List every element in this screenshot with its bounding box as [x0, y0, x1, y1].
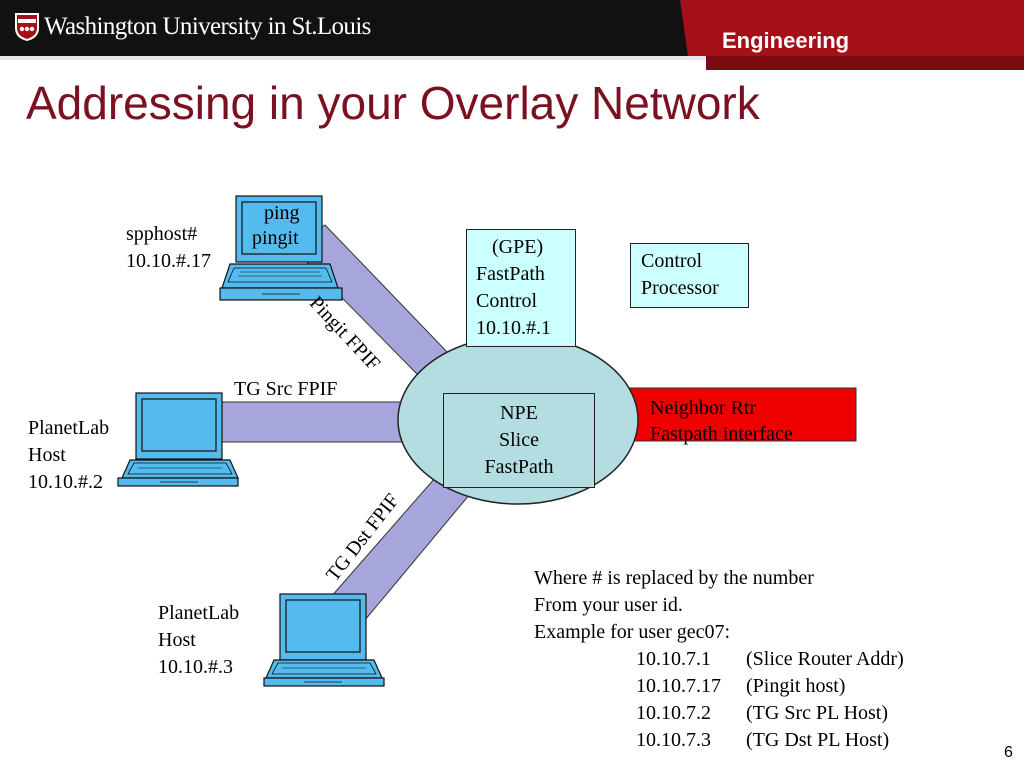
slide-title: Addressing in your Overlay Network [26, 77, 760, 129]
neighbor-rtr-box [624, 387, 857, 442]
control-processor-line2: Processor [641, 277, 719, 299]
example-address-row: 10.10.7.2 (TG Src PL Host) [636, 700, 904, 727]
tg-src-link [217, 401, 405, 443]
gpe-label: (GPE) [492, 236, 544, 258]
spphost-screen-pingit: pingit [252, 227, 299, 249]
planetlab-dst-host: Host [158, 629, 196, 651]
planetlab-dst-label: PlanetLab Host 10.10.#.3 [158, 600, 239, 681]
gpe-fastpath: FastPath [476, 263, 545, 285]
neighbor-line2: Fastpath interface [650, 423, 793, 445]
neighbor-line1: Neighbor Rtr [650, 397, 757, 419]
planetlab-src-ip: 10.10.#.2 [28, 471, 103, 493]
note-line2: From your user id. [534, 594, 683, 616]
npe-fastpath: FastPath [484, 456, 554, 478]
example-ip: 10.10.7.17 [636, 675, 721, 697]
example-desc: (TG Src PL Host) [746, 702, 889, 724]
tg-src-link-label: TG Src FPIF [234, 378, 338, 400]
spphost-label: spphost# 10.10.#.17 [126, 221, 211, 275]
engineering-banner [688, 0, 1024, 56]
gpe-box: (GPE) FastPath Control 10.10.#.1 [466, 229, 576, 347]
engineering-banner-shadow [706, 56, 1024, 70]
planetlab-src-label: PlanetLab Host 10.10.#.2 [28, 415, 109, 496]
gpe-control: Control [476, 290, 538, 312]
laptop-icon-planetlab-dst [263, 593, 385, 687]
planetlab-src-host: Host [28, 444, 66, 466]
university-name: Washington University in St.Louis [44, 13, 371, 40]
example-ip: 10.10.7.3 [636, 729, 711, 751]
note-line1: Where # is replaced by the number [534, 567, 814, 589]
laptop-icon-planetlab-src [117, 392, 239, 487]
control-processor-box: Control Processor [630, 243, 749, 308]
header-red-notch [680, 0, 688, 56]
planetlab-dst-ip: 10.10.#.3 [158, 656, 233, 678]
example-ip: 10.10.7.1 [636, 648, 711, 670]
gpe-ip: 10.10.#.1 [476, 317, 551, 339]
spphost-screen-ping: ping [264, 202, 300, 224]
npe-slice: Slice [499, 429, 539, 451]
neighbor-label: Neighbor Rtr Fastpath interface [650, 395, 793, 447]
npe-label: NPE [500, 402, 538, 424]
example-address-row: 10.10.7.3 (TG Dst PL Host) [636, 727, 904, 754]
addressing-note: Where # is replaced by the number From y… [534, 565, 814, 646]
planetlab-src-name: PlanetLab [28, 417, 110, 439]
control-processor-line1: Control [641, 250, 703, 272]
university-seal-icon [15, 13, 39, 41]
example-desc: (TG Dst PL Host) [746, 729, 890, 751]
note-line3: Example for user gec07: [534, 621, 731, 643]
school-name: Engineering [722, 28, 850, 53]
planetlab-dst-name: PlanetLab [158, 602, 240, 624]
example-desc: (Slice Router Addr) [746, 648, 904, 670]
example-address-row: 10.10.7.1 (Slice Router Addr) [636, 646, 904, 673]
example-desc: (Pingit host) [746, 675, 846, 697]
example-address-row: 10.10.7.17 (Pingit host) [636, 673, 904, 700]
spphost-name: spphost# [126, 223, 198, 245]
header-divider [0, 56, 706, 60]
example-ip: 10.10.7.2 [636, 702, 711, 724]
example-address-list: 10.10.7.1 (Slice Router Addr) 10.10.7.17 (… [636, 646, 904, 754]
npe-box: NPE Slice FastPath [443, 393, 595, 488]
spphost-ip: 10.10.#.17 [126, 250, 211, 272]
page-number: 6 [1004, 744, 1013, 761]
laptop-icon-spphost [219, 195, 343, 301]
